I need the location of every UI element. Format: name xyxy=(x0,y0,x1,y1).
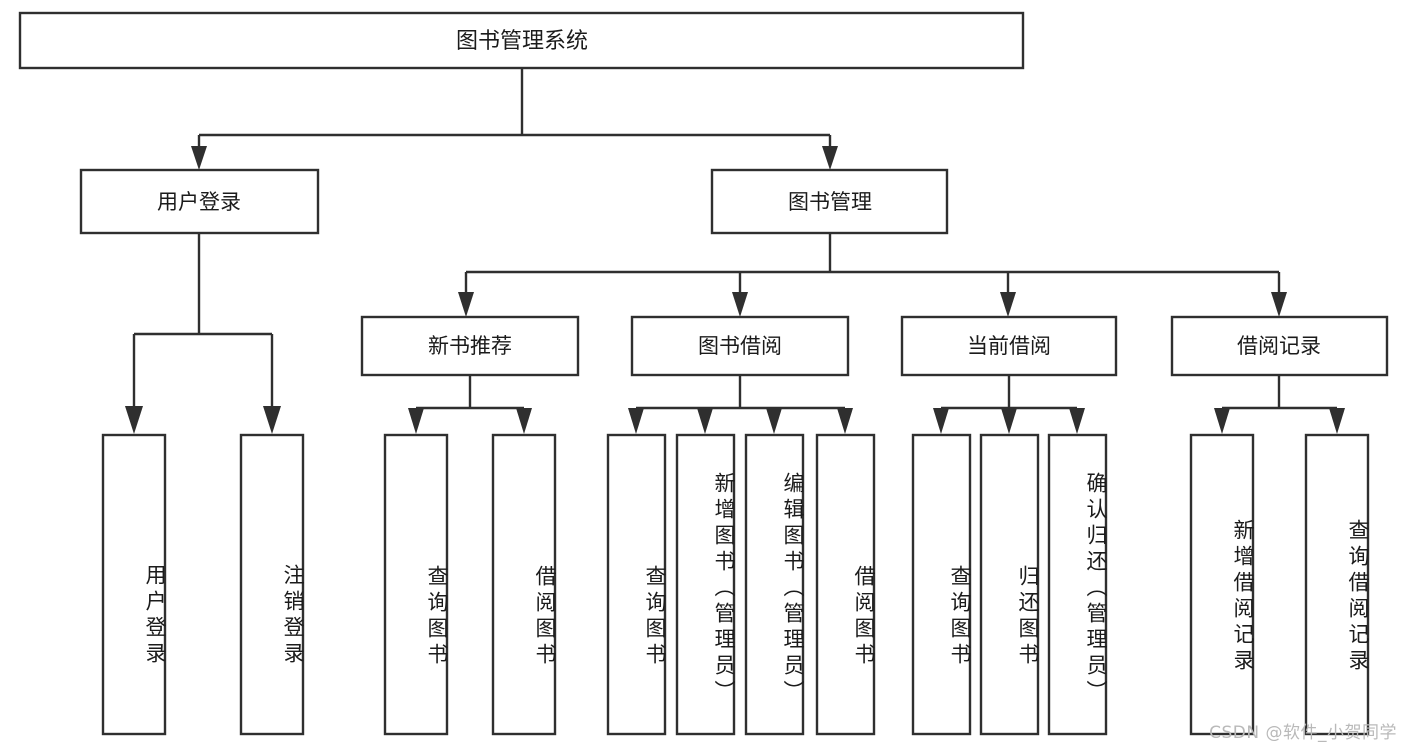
arrowhead-leaf-borrow-borrow xyxy=(837,408,853,434)
node-leaf-user-logout-box[interactable] xyxy=(239,433,305,736)
node-user-login-box[interactable] xyxy=(79,168,320,235)
arrowhead-leaf-rechist-query xyxy=(1329,408,1345,434)
node-leaf-borrow-edit-box[interactable] xyxy=(744,433,805,736)
node-leaf-user-login-box[interactable] xyxy=(101,433,167,736)
connectors-group xyxy=(125,67,1345,434)
arrowhead-new-book-rec xyxy=(458,292,474,317)
arrowhead-borrow-record xyxy=(1271,292,1287,317)
arrowhead-book-borrow xyxy=(732,292,748,317)
node-root-box[interactable] xyxy=(18,11,1025,70)
nodes-group: 图书管理系统 用户登录 图书管理 新书推荐 图书借阅 当前借阅 借阅记录 xyxy=(18,11,1389,736)
node-leaf-rechist-add-box[interactable] xyxy=(1189,433,1255,736)
arrowhead-leaf-rec-query xyxy=(408,408,424,434)
node-leaf-cur-confirm-box[interactable] xyxy=(1047,433,1108,736)
arrowhead-leaf-cur-confirm xyxy=(1069,408,1085,434)
arrowhead-current-borrow xyxy=(1000,292,1016,317)
node-leaf-rec-borrow-box[interactable] xyxy=(491,433,557,736)
node-borrow-record-label: 借阅记录 xyxy=(1237,334,1321,358)
arrowhead-bookmanage xyxy=(822,146,838,170)
arrowhead-leaf-cur-return xyxy=(1001,408,1017,434)
node-new-book-rec-box[interactable] xyxy=(360,315,580,377)
arrowhead-leaf-rechist-add xyxy=(1214,408,1230,434)
arrowhead-leaf-borrow-add xyxy=(697,408,713,434)
node-current-borrow-label: 当前借阅 xyxy=(967,334,1051,358)
node-new-book-rec-label: 新书推荐 xyxy=(428,334,512,358)
node-leaf-cur-return-box[interactable] xyxy=(979,433,1040,736)
node-book-manage-label: 图书管理 xyxy=(788,190,872,214)
node-user-login-label: 用户登录 xyxy=(157,190,241,214)
watermark-text: CSDN @软件_小贺同学 xyxy=(1209,723,1397,743)
node-leaf-borrow-add-box[interactable] xyxy=(675,433,736,736)
arrowhead-leaf-borrow-query xyxy=(628,408,644,434)
node-leaf-rec-query-box[interactable] xyxy=(383,433,449,736)
node-leaf-cur-query-box[interactable] xyxy=(911,433,972,736)
node-current-borrow-box[interactable] xyxy=(900,315,1118,377)
node-borrow-record-box[interactable] xyxy=(1170,315,1389,377)
arrowhead-leaf-user-logout xyxy=(263,406,281,434)
node-book-borrow-label: 图书借阅 xyxy=(698,334,782,358)
node-book-borrow-box[interactable] xyxy=(630,315,850,377)
arrowhead-userlogin xyxy=(191,146,207,170)
node-book-manage-box[interactable] xyxy=(710,168,949,235)
node-root-label: 图书管理系统 xyxy=(456,29,588,54)
arrowhead-leaf-rec-borrow xyxy=(516,408,532,434)
node-leaf-rechist-query-box[interactable] xyxy=(1304,433,1370,736)
arrowhead-leaf-cur-query xyxy=(933,408,949,434)
arrowhead-leaf-borrow-edit xyxy=(766,408,782,434)
arrowhead-leaf-user-login xyxy=(125,406,143,434)
node-leaf-borrow-query-box[interactable] xyxy=(606,433,667,736)
node-leaf-borrow-borrow-box[interactable] xyxy=(815,433,876,736)
